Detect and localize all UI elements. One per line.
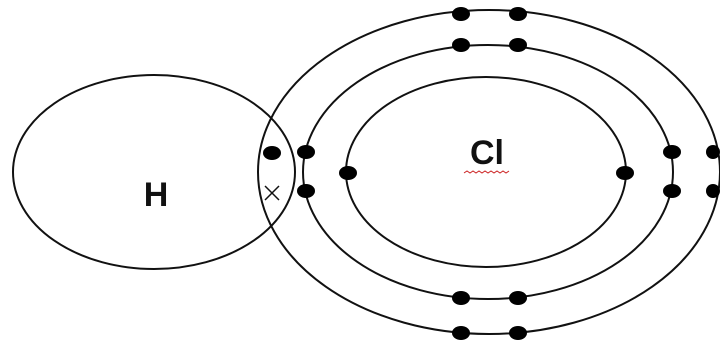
outer-shell-electron bbox=[509, 326, 527, 340]
middle-shell-electron bbox=[297, 184, 315, 198]
chlorine-middle-shell bbox=[302, 44, 674, 300]
chlorine-symbol: Cl bbox=[470, 134, 504, 172]
outer-shell-electron bbox=[706, 145, 720, 159]
inner-shell-electron bbox=[339, 166, 357, 180]
hydrogen-symbol: H bbox=[144, 176, 169, 214]
chlorine-outer-shell bbox=[257, 9, 720, 335]
outer-shell-electron bbox=[452, 7, 470, 21]
outer-shell-electron bbox=[509, 7, 527, 21]
middle-shell-electron bbox=[663, 184, 681, 198]
spellcheck-underline bbox=[463, 170, 510, 174]
shared-chlorine-electron bbox=[263, 146, 281, 160]
middle-shell-electron bbox=[297, 145, 315, 159]
middle-shell-electron bbox=[663, 145, 681, 159]
middle-shell-electron bbox=[452, 38, 470, 52]
hydrogen-shell bbox=[12, 74, 296, 270]
inner-shell-electron bbox=[616, 166, 634, 180]
middle-shell-electron bbox=[452, 291, 470, 305]
shared-hydrogen-electron-cross bbox=[264, 185, 280, 201]
middle-shell-electron bbox=[509, 38, 527, 52]
outer-shell-electron bbox=[452, 326, 470, 340]
middle-shell-electron bbox=[509, 291, 527, 305]
outer-shell-electron bbox=[706, 184, 720, 198]
